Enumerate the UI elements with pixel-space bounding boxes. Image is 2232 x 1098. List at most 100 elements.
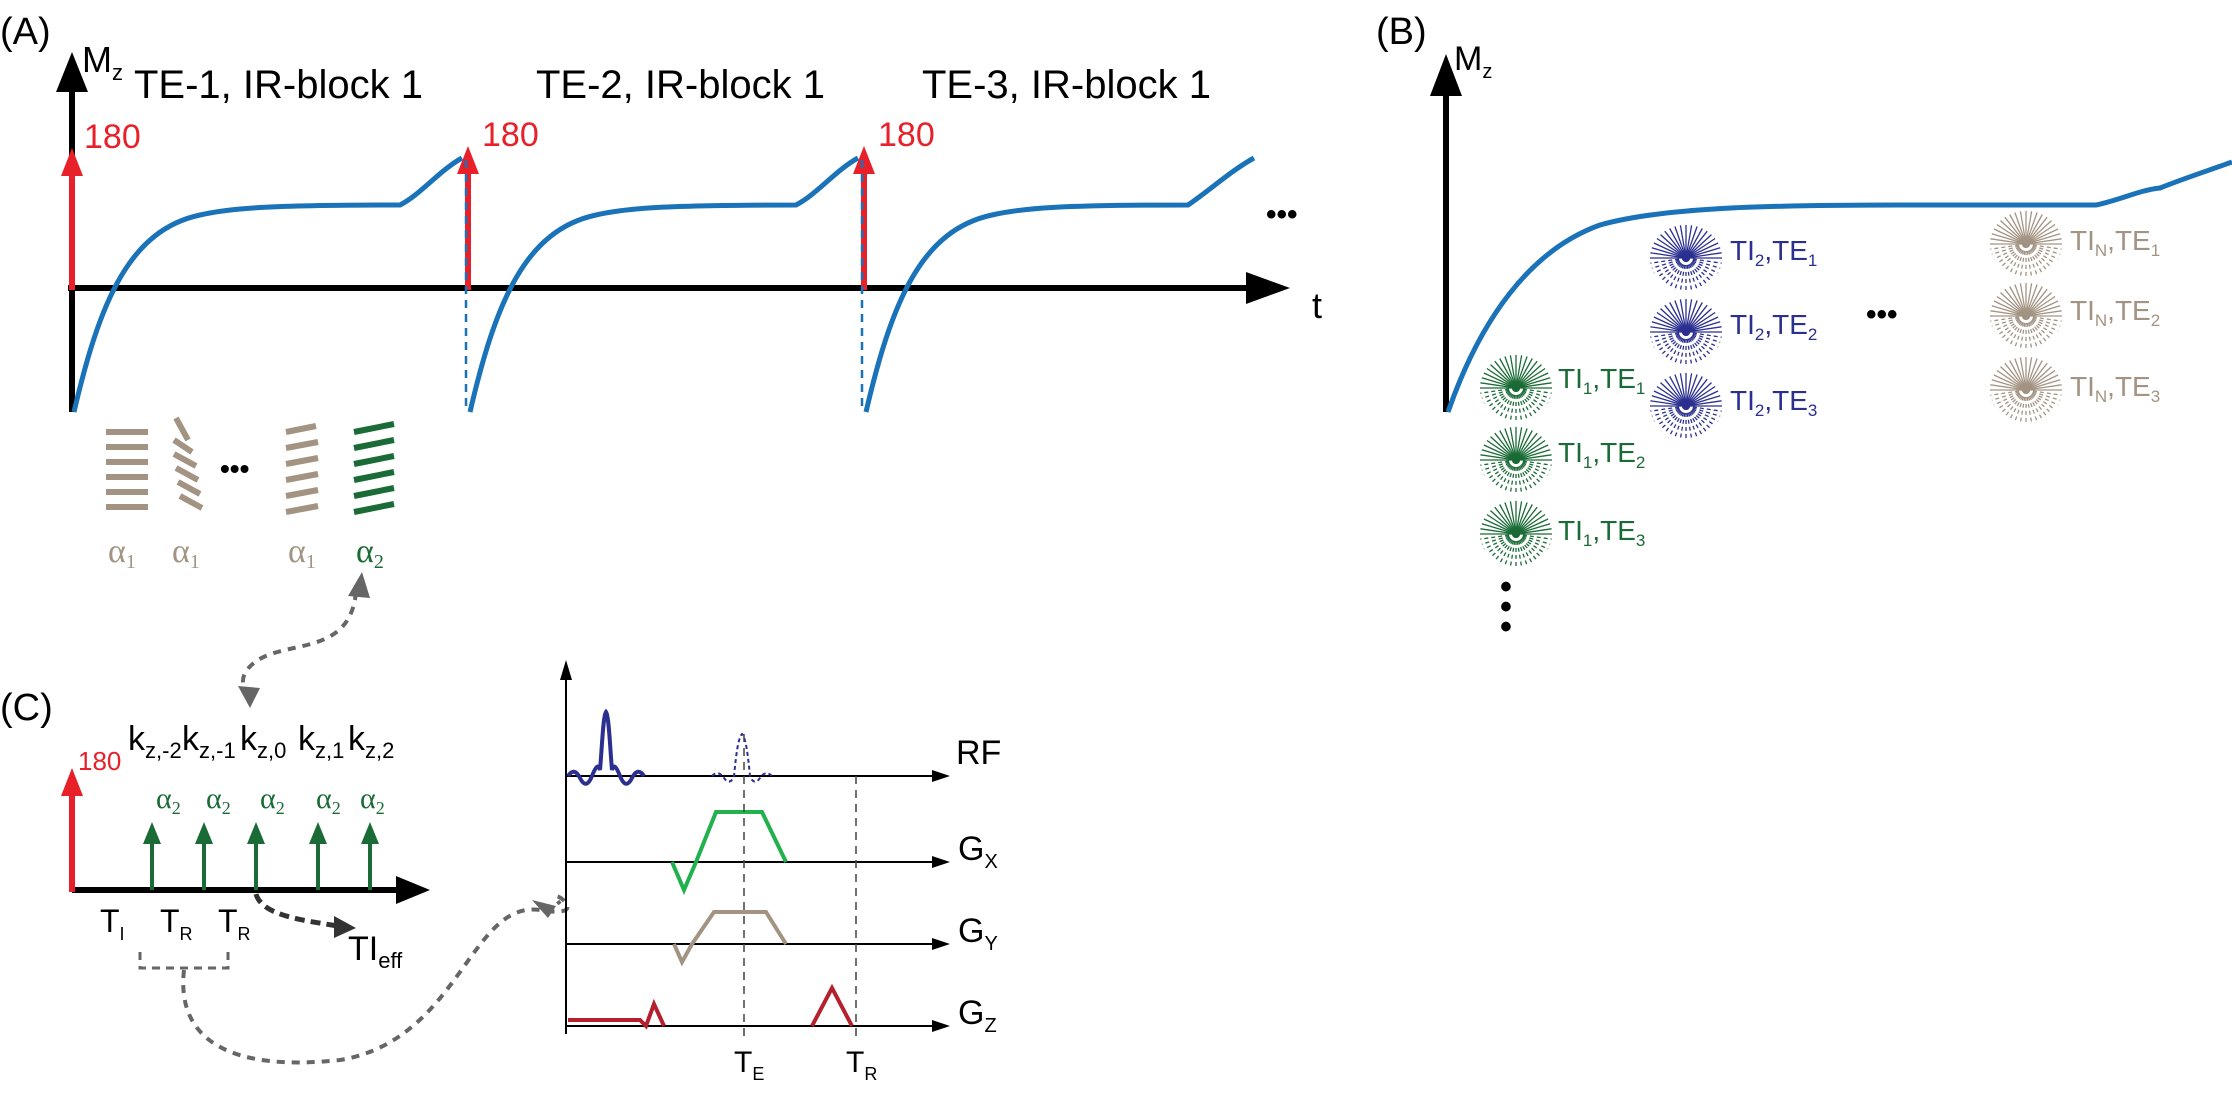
ti1-te3-label: TI1,TE3: [1558, 515, 1645, 550]
recovery-curves: [71, 155, 1256, 413]
panel-a-ellipsis: •••: [1266, 198, 1298, 231]
alpha-pulse-4: [309, 822, 327, 890]
inversion-pulse-1: 180: [61, 118, 141, 290]
alpha-pulses: [143, 822, 379, 890]
panel-b-recovery-curve: [1445, 159, 2232, 413]
connector-bracket-head: [532, 900, 556, 918]
alpha-label-4: α2: [316, 782, 341, 818]
panel-c-label: (C): [0, 687, 53, 729]
alpha-label-1: α2: [156, 782, 181, 818]
ti2-te2-label: TI2,TE2: [1730, 309, 1817, 344]
alpha-pulse-3: [247, 822, 265, 890]
connector-alpha2-head-top: [348, 572, 370, 598]
alpha-label-2: α2: [206, 782, 231, 818]
ti2-te3-kspace-icon: [1650, 372, 1722, 440]
kz-label-0: kz,0: [240, 720, 286, 763]
recovery-curve-1: [71, 155, 464, 413]
gz-label: GZ: [958, 994, 997, 1037]
gy-label: GY: [958, 912, 998, 955]
pulse-label-1: 180: [84, 118, 141, 156]
panel-a-mz-label: Mz: [82, 39, 123, 85]
tr-label: TR: [846, 1046, 877, 1084]
tin-te2-label: TIN,TE2: [2070, 295, 2160, 330]
flip-label-3: α1: [288, 533, 316, 573]
ti1-te1-kspace-icon: [1480, 354, 1552, 422]
readout-group-4: [353, 421, 395, 515]
panel-b-vertical-dot-3: •: [1500, 608, 1512, 646]
panel-b: (B) Mz TI1,TE1 TI1,TE2 TI1,TE3 TI2,TE1 T…: [1376, 11, 2232, 646]
panel-b-vertical-dot-1: •: [1500, 568, 1512, 606]
alpha-pulse-1: [143, 822, 161, 890]
ti1-te1-label: TI1,TE1: [1558, 363, 1645, 398]
recovery-curve-2: [467, 155, 860, 413]
gz-gradient-spoiler: [810, 983, 854, 1027]
panel-c-pulse-label: 180: [78, 746, 121, 776]
readout-group-2: [172, 416, 204, 511]
rf-arrowhead: [932, 770, 950, 782]
panel-a: (A) Mz t TE-1, IR-block 1 TE-2, IR-block…: [0, 11, 1322, 573]
alpha-pulse-5: [361, 822, 379, 890]
rf-label: RF: [956, 734, 1001, 772]
gx-label: GX: [958, 830, 998, 873]
ti1-te3-kspace-icon: [1480, 500, 1552, 568]
timing-bracket: [138, 952, 230, 970]
panel-c: (C) 180 kz,-2 kz,-1 kz,0 kz,1 kz,2 α2 α2…: [0, 687, 430, 973]
timing-label-tr-2: TR: [218, 903, 251, 944]
connector-arrows: [181, 572, 570, 1065]
gx-arrowhead: [932, 856, 950, 868]
kz-label-2: kz,2: [348, 720, 394, 763]
panel-a-time-axis-arrowhead: [1246, 272, 1290, 304]
flip-label-2: α1: [172, 533, 200, 573]
gz-arrowhead: [932, 1020, 950, 1032]
pulse-sequence: RF GX GY GZ TE TR: [560, 660, 1001, 1084]
ti2-te1-kspace-icon: [1650, 224, 1722, 292]
tin-te3-kspace-icon: [1990, 356, 2062, 424]
ti2-te1-label: TI2,TE1: [1730, 235, 1817, 270]
gz-gradient-prephase: [568, 998, 666, 1030]
ti2-te2-kspace-icon: [1650, 298, 1722, 366]
readout-group-1: [106, 429, 148, 510]
sequence-vertical-arrowhead: [560, 660, 572, 680]
panel-b-vertical-dot-2: •: [1500, 588, 1512, 626]
pulse-label-3: 180: [878, 116, 935, 154]
tin-te1-kspace-icon: [1990, 210, 2062, 278]
ti-eff-label: TIeff: [348, 930, 403, 973]
readout-groups: •••: [106, 416, 395, 515]
block-title-3: TE-3, IR-block 1: [922, 63, 1211, 107]
ti1-te2-label: TI1,TE2: [1558, 437, 1645, 472]
panel-a-t-label: t: [1312, 285, 1322, 326]
kz-label-m2: kz,-2: [128, 720, 182, 763]
readout-ellipsis: •••: [220, 453, 249, 484]
connector-alpha2-head-bottom: [238, 686, 260, 708]
tin-te2-kspace-icon: [1990, 282, 2062, 350]
tin-te3-label: TIN,TE3: [2070, 371, 2160, 406]
timing-label-ti: TI: [100, 903, 125, 944]
kz-label-m1: kz,-1: [182, 720, 236, 763]
panel-c-inversion-pulse: 180: [61, 746, 121, 892]
pulse-label-2: 180: [482, 116, 539, 154]
block-title-1: TE-1, IR-block 1: [134, 63, 423, 107]
gy-arrowhead: [932, 938, 950, 950]
gx-gradient: [670, 810, 788, 896]
panel-b-y-axis-arrowhead: [1430, 54, 1462, 96]
panel-b-mz-label: Mz: [1454, 40, 1492, 83]
alpha-pulse-2: [195, 822, 213, 890]
kz-label-1: kz,1: [298, 720, 344, 763]
te-label: TE: [734, 1046, 764, 1084]
connector-bracket-to-sequence: [181, 894, 570, 1065]
alpha-label-3: α2: [260, 782, 285, 818]
burst-layer: [1480, 210, 2062, 568]
panel-a-label: (A): [0, 11, 51, 53]
panel-a-y-axis-arrowhead: [56, 52, 88, 92]
alpha-label-5: α2: [360, 782, 385, 818]
panel-b-ellipsis: •••: [1866, 298, 1898, 331]
ti-eff-arrow: [253, 893, 339, 929]
ti-eff-arrowhead: [334, 916, 356, 938]
panel-b-label: (B): [1376, 11, 1427, 53]
timing-label-tr-1: TR: [160, 903, 193, 944]
tin-te1-label: TIN,TE1: [2070, 225, 2160, 260]
connector-alpha2-to-kz: [240, 591, 358, 698]
rf-excitation-pulse: [566, 708, 646, 786]
inversion-pulse-3: 180: [853, 116, 935, 290]
